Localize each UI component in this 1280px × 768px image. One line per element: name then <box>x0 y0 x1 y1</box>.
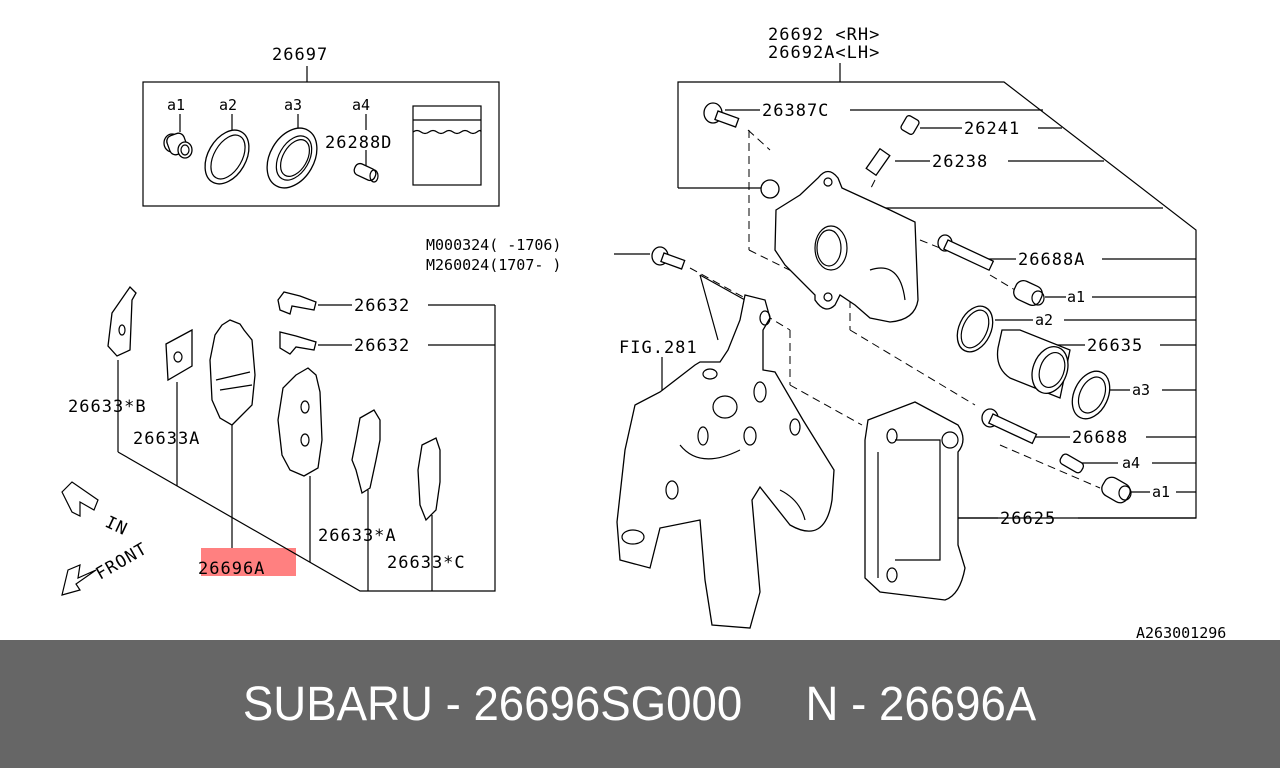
label-26632-lower[interactable]: 26632 <box>354 336 410 356</box>
label-kit-a3[interactable]: a3 <box>284 96 302 114</box>
arrow-in-icon: IN <box>61 481 131 540</box>
guide-pin-a-icon <box>937 234 995 272</box>
shim-star-c-icon <box>417 437 441 522</box>
shim-b-icon <box>107 285 137 357</box>
label-26633A[interactable]: 26633A <box>133 429 200 449</box>
seal-ring-icon <box>204 129 250 185</box>
label-26688A[interactable]: 26688A <box>1018 250 1085 270</box>
label-M260024[interactable]: M260024(1707- ) <box>426 256 561 274</box>
label-a2[interactable]: a2 <box>1035 311 1053 329</box>
knuckle-group: M000324( -1706) M260024(1707- ) FIG.281 <box>426 236 863 629</box>
caliper-support-icon <box>864 401 966 601</box>
caliper-body-icon <box>760 170 919 323</box>
label-26633-B[interactable]: 26633*B <box>68 397 147 417</box>
label-a1-lower[interactable]: a1 <box>1152 483 1170 501</box>
guide-pin-icon <box>981 408 1038 445</box>
arrow-front-icon: FRONT <box>61 539 152 596</box>
pad-clip-upper-icon <box>277 291 317 315</box>
steering-knuckle-icon <box>616 294 835 629</box>
part-number-banner: SUBARU - 26696SG000 N - 26696A <box>0 640 1280 768</box>
label-26633-star-C[interactable]: 26633*C <box>387 553 466 573</box>
kit-26697-group: 26697 a1 a2 a3 a4 26288D <box>142 45 500 207</box>
piston-seal-icon <box>956 305 994 353</box>
bleeder-cap-icon <box>900 115 920 135</box>
brake-pad-outer-icon <box>277 367 323 477</box>
pin-sleeve-icon <box>1059 453 1085 474</box>
label-a4[interactable]: a4 <box>1122 454 1140 472</box>
label-26697[interactable]: 26697 <box>272 45 328 65</box>
highlight-26696A <box>201 548 296 576</box>
mounting-bolt-icon <box>651 246 686 270</box>
label-26238[interactable]: 26238 <box>932 152 988 172</box>
label-a1-upper[interactable]: a1 <box>1067 288 1085 306</box>
label-26632-upper[interactable]: 26632 <box>354 296 410 316</box>
label-front: FRONT <box>93 539 152 584</box>
label-26241[interactable]: 26241 <box>964 119 1020 139</box>
label-26625[interactable]: 26625 <box>1000 509 1056 529</box>
label-in: IN <box>102 512 131 540</box>
label-26635[interactable]: 26635 <box>1087 336 1143 356</box>
figure-id: A263001296 <box>1136 624 1226 640</box>
grease-pack-icon <box>412 105 482 186</box>
sleeve-icon <box>353 162 379 183</box>
pad-group: 26632 26632 26633*B 26633A <box>61 285 496 596</box>
pad-clip-lower-icon <box>279 331 317 355</box>
boot-icon <box>163 132 193 159</box>
pin-boot-lower-icon <box>1101 476 1132 504</box>
label-26288D[interactable]: 26288D <box>325 133 392 153</box>
label-fig-281[interactable]: FIG.281 <box>619 338 698 358</box>
label-26688[interactable]: 26688 <box>1072 428 1128 448</box>
label-26696A[interactable]: 26696A <box>198 559 265 579</box>
bleeder-screw-icon <box>865 147 891 177</box>
pin-boot-upper-icon <box>1013 280 1045 306</box>
piston-boot-icon <box>1071 370 1111 420</box>
label-26633-star-A[interactable]: 26633*A <box>318 526 397 546</box>
label-kit-a1[interactable]: a1 <box>167 96 185 114</box>
label-26387C[interactable]: 26387C <box>762 101 829 121</box>
shim-a-icon <box>165 328 193 382</box>
label-kit-a2[interactable]: a2 <box>219 96 237 114</box>
shim-star-a-icon <box>351 409 381 495</box>
caliper-bolt-icon <box>703 102 740 128</box>
label-26692-rh[interactable]: 26692 <RH> <box>768 25 880 45</box>
piston-icon <box>996 329 1071 399</box>
part-number-text: SUBARU - 26696SG000 N - 26696A <box>243 677 1037 731</box>
brake-pad-inner-icon[interactable] <box>209 319 256 426</box>
label-kit-a4[interactable]: a4 <box>352 96 370 114</box>
parts-diagram: 26697 a1 a2 a3 a4 26288D <box>61 25 1227 640</box>
label-a3[interactable]: a3 <box>1132 381 1150 399</box>
label-M000324[interactable]: M000324( -1706) <box>426 236 561 254</box>
label-26692A-lh[interactable]: 26692A<LH> <box>768 43 880 63</box>
caliper-group: 26692 <RH> 26692A<LH> 26387C 26241 26238… <box>677 25 1197 601</box>
piston-boot-icon <box>266 127 318 189</box>
